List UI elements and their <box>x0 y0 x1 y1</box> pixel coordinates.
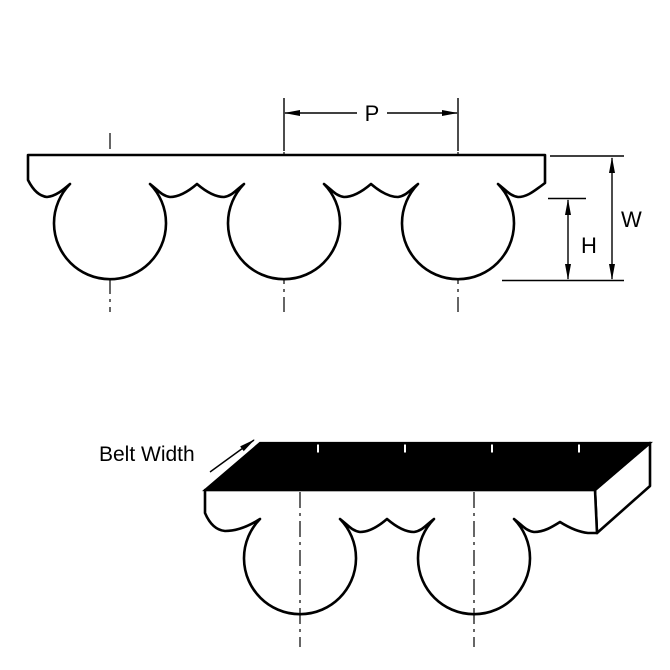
belt-width-annotation: Belt Width <box>99 439 255 473</box>
pitch-dimension: P <box>283 98 459 151</box>
belt-width-arrow <box>209 439 255 473</box>
tooth-height-dimension: H <box>548 197 597 280</box>
belt-3d-view: Belt Width <box>99 439 653 647</box>
belt-cross-section-view: P W H <box>26 98 642 312</box>
belt-front-profile <box>203 488 599 616</box>
belt-height-label: W <box>621 207 642 232</box>
belt-width-label: Belt Width <box>99 443 195 466</box>
belt-height-dimension: W <box>502 155 642 282</box>
belt-profile <box>26 153 547 281</box>
pitch-label: P <box>365 101 380 126</box>
belt-top-surface <box>202 441 653 492</box>
tooth-height-label: H <box>581 233 597 258</box>
